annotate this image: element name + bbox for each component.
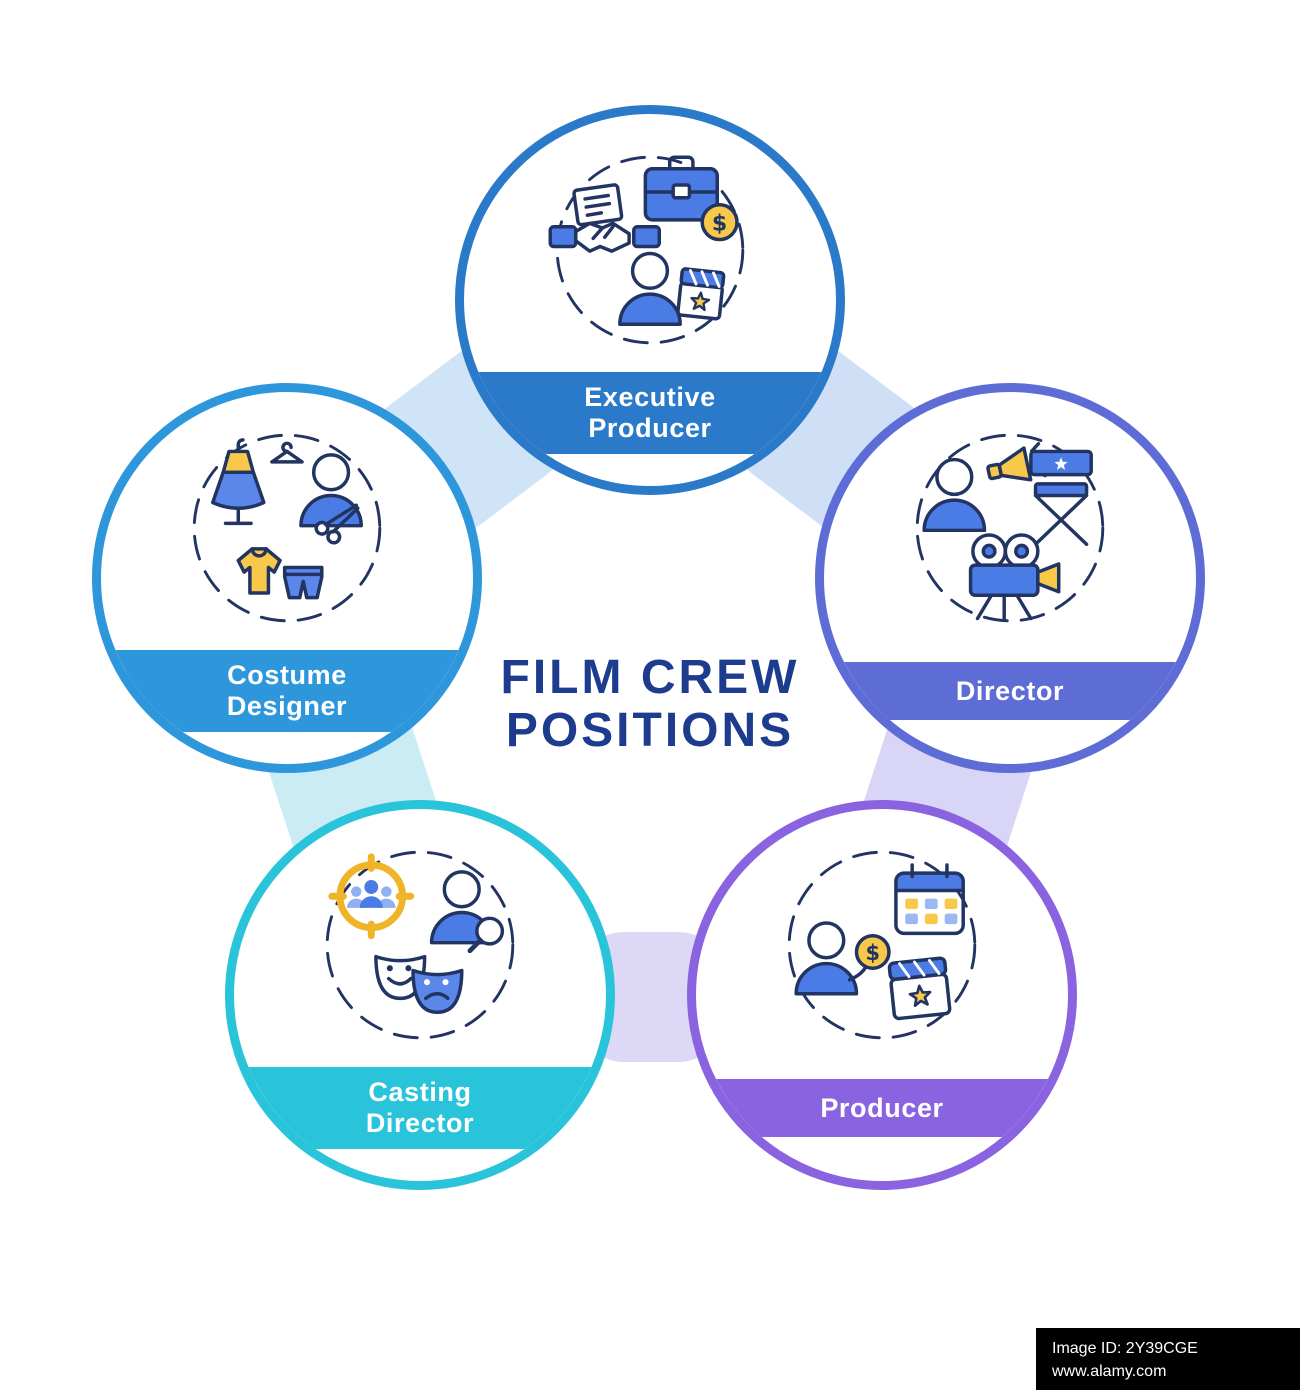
position-label-casting-director: Casting Director [234,1067,606,1149]
dashed-circle [915,433,1105,623]
clapperboard-icon [676,267,726,321]
position-label-director: Director [824,662,1196,720]
mannequin-dress-icon [211,438,266,526]
person-icon [794,921,868,996]
alamy-watermark: Image ID: 2Y39CGE www.alamy.com [1036,1328,1300,1390]
title-line-2: POSITIONS [505,703,795,757]
magnifier-icon [467,916,505,954]
dashed-circle [787,850,977,1040]
theater-masks-icon [374,954,464,1015]
position-circle-producer: $ [687,800,1077,1190]
dashed-circle [192,433,382,623]
shirt-icon [236,547,282,595]
handshake-icon [548,221,662,253]
alamy-url-text: www.alamy.com [1052,1363,1167,1381]
title-line-1: FILM CREW [500,651,800,704]
label-line: Director [955,675,1065,706]
director-chair-icon [1029,449,1093,546]
calendar-icon [894,863,965,936]
label-line: Producer [820,1092,944,1123]
briefcase-icon [643,155,720,222]
label-line: Director [365,1108,475,1138]
executive-producer-icon-cluster: $ [548,155,745,345]
director-icon-cluster [915,433,1105,623]
position-circle-costume-designer: Costume Designer [92,383,482,773]
position-label-producer: Producer [696,1079,1068,1137]
position-label-executive-producer: Executive Producer [464,372,836,454]
position-circle-casting-director: Casting Director [225,800,615,1190]
label-line: Casting [368,1077,472,1108]
casting-director-icon-cluster [325,850,515,1040]
dashed-circle [555,155,745,345]
film-camera-icon [968,533,1061,621]
position-circle-executive-producer: $ Executive Producer [455,105,845,495]
scissors-icon [314,503,360,545]
position-label-costume-designer: Costume Designer [101,650,473,732]
svg-text:$: $ [712,211,727,236]
hanger-icon [270,441,304,464]
dollar-coin-icon: $ [700,203,739,242]
costume-designer-icon-cluster [192,433,382,623]
target-audience-icon [328,853,415,940]
svg-text:$: $ [865,941,880,965]
shorts-icon [282,565,324,600]
label-line: Executive [584,382,716,413]
label-line: Costume [227,660,347,691]
person-icon [922,457,987,533]
clapperboard-star-icon [887,956,952,1021]
dollar-coin-icon: $ [854,933,891,970]
producer-icon-cluster: $ [787,850,977,1040]
image-id-text: Image ID: 2Y39CGE [1052,1340,1198,1357]
label-line: Designer [226,691,348,721]
contract-document-icon [572,183,624,227]
label-line: Producer [588,413,712,443]
dashed-circle [325,850,515,1040]
infographic-title: FILM CREW POSITIONS [0,651,1300,758]
position-circle-director: Director [815,383,1205,773]
person-icon [618,251,682,326]
